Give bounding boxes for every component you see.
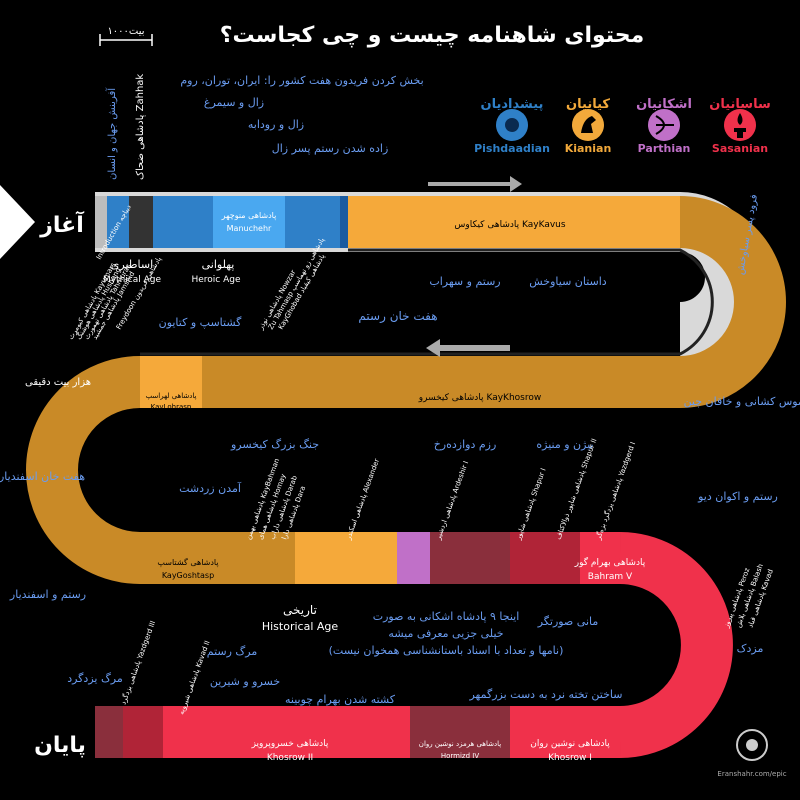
legend-sasanian: ساسانیان Sasanian — [709, 97, 771, 155]
svg-text:خیلی جزیی معرفی میشه: خیلی جزیی معرفی میشه — [388, 627, 503, 640]
note-goshtasp-katayun: گشتاسپ و کتایون — [159, 316, 243, 329]
svg-text:ساسانیان: ساسانیان — [709, 97, 771, 112]
historical-note: اینجا ۹ پادشاه اشکانی به صورت خیلی جزیی … — [329, 610, 564, 657]
svg-text:Eranshahr.com/epic: Eranshahr.com/epic — [717, 770, 786, 778]
note-zal-simorgh: زال و سیمرغ — [204, 96, 264, 109]
note-daqiqi: هزار بیت دقیقی — [25, 377, 91, 388]
note-kamus: کاموس کشانی و خاقان چین — [684, 395, 800, 408]
note-great-war: جنگ بزرگ کیخسرو — [230, 438, 319, 451]
bahram-en: Bahram V — [588, 572, 633, 582]
page-title: محتوای شاهنامه چیست و چی کجاست؟ — [220, 23, 645, 48]
svg-text:کیانیان: کیانیان — [566, 97, 610, 112]
kaykavus-label: پادشاهی کیکاوس KayKavus — [454, 220, 565, 230]
rotated-label: پادشاهی شیرویه Kavad II — [177, 640, 211, 716]
legend-pishdaadian: پیشدادیان Pishdaadian — [474, 97, 550, 155]
scale-label: ۱۰۰۰بیت — [107, 26, 144, 37]
note-haft-khan: هفت خان رستم — [358, 309, 437, 324]
note-mazdak: مزدک — [737, 642, 764, 655]
scale-bracket: ۱۰۰۰بیت — [99, 26, 153, 46]
track — [26, 192, 786, 758]
note-siavash: داستان سیاوخش — [529, 275, 607, 288]
end-label: پایان — [34, 733, 86, 758]
direction-arrow-left-icon — [426, 339, 510, 357]
note-yazdgerd-death: مرگ یزدگرد — [67, 672, 123, 685]
bahram-fa: پادشاهی بهرام گور — [574, 556, 646, 568]
credit: Eranshahr.com/epic — [717, 729, 787, 778]
rotated-label: پادشاهی اردشیر Ardeshir I — [434, 460, 470, 542]
hormizd-en: Hormizd IV — [441, 752, 479, 760]
svg-text:Pishdaadian: Pishdaadian — [474, 142, 550, 155]
top-vertical-1: آفرینش جهان و انسان — [105, 87, 118, 180]
era-mythical-en: Mythical Age — [103, 275, 162, 285]
svg-text:اشکانیان: اشکانیان — [636, 97, 692, 112]
legend-parthian: اشکانیان Parthian — [636, 97, 692, 155]
khosrow1-en: Khosrow I — [548, 753, 592, 763]
note-mani: مانی صورتگر — [537, 615, 599, 628]
note-rostam-death: مرگ رستم — [207, 645, 258, 658]
top-vertical-2: پادشاهی ضحاک Zahhak — [135, 74, 146, 180]
note-khosrow-shirin: خسرو و شیرین — [210, 675, 280, 688]
era-heroic-en: Heroic Age — [191, 275, 240, 285]
goshtasp-en: KayGoshtasp — [162, 571, 214, 580]
goshtasp-fa: پادشاهی گشتاسپ — [157, 557, 218, 567]
svg-text:Parthian: Parthian — [638, 142, 691, 155]
era-historical-fa: تاریخی — [283, 603, 317, 618]
note-bijan-manijeh: بیژن و منیژه — [536, 438, 593, 451]
note-rostam-birth: زاده شدن رستم پسر زال — [272, 142, 389, 155]
lohrasp-fa: پادشاهی لهراسپ — [146, 392, 197, 400]
lohrasp-en: KayLohrasp — [151, 403, 192, 411]
note-bahram-chobin: کشته شدن بهرام چوبینه — [285, 693, 396, 706]
row4-rotated-labels: پادشاهی یزدگرد Yazdgerd III پادشاهی شیرو… — [118, 619, 211, 715]
note-rostam-esfandiyar: رستم و اسفندیار — [9, 588, 86, 601]
khosrow2-en: Khosrow II — [267, 753, 313, 763]
note-davazdah-rokh: رزم دوازده‌رخ — [434, 438, 497, 451]
hormizd-fa: پادشاهی هرمزد نوشین روان — [419, 740, 501, 748]
rotated-label: پادشاهی یزدگرد Yazdgerd III — [118, 619, 157, 705]
start-arrow-icon — [0, 185, 35, 259]
kaykhosrow-label: پادشاهی کیخسرو KayKhosrow — [418, 393, 541, 403]
note-esfandiyar-khan: هفت خان اسفندیار — [0, 470, 85, 483]
note-akvan: رستم و اکوان دیو — [697, 490, 778, 503]
svg-text:(نامها و تعداد با اسناد باستان: (نامها و تعداد با اسناد باستانشناسی همخو… — [329, 644, 564, 657]
rotated-label: پادشاهی شاپور ذوالاکتاف Shapur II — [554, 437, 598, 540]
note-rostam-sohrab: رستم و سهراب — [429, 275, 500, 288]
era-historical-en: Historical Age — [262, 620, 339, 633]
note-fereydoon: بخش کردن فریدون هفت کشور را: ایران، تورا… — [180, 74, 423, 87]
note-backgammon: ساختن تخته نرد به دست بزرگمهر — [468, 688, 622, 701]
khosrow1-fa: پادشاهی نوشین روان — [530, 739, 610, 749]
rotated-label: پادشاهی یزدگرد بزه‌گر Yazdgerd I — [593, 441, 637, 542]
lotus-logo-icon — [736, 729, 768, 761]
legend-kianian: کیانیان Kianian — [565, 97, 612, 155]
era-heroic-fa: پهلوانی — [202, 258, 235, 271]
rotated-label: پادشاهی شاپور Shapur I — [514, 467, 548, 541]
start-label: آغاز — [39, 210, 84, 238]
era-mythical-fa: اساطیری — [111, 258, 153, 271]
dynasty-legend: پیشدادیان Pishdaadian کیانیان Kianian اش… — [474, 97, 771, 155]
khosrow2-fa: پادشاهی خسروپرویز — [251, 739, 329, 749]
note-zal-rudabeh: زال و رودابه — [248, 118, 304, 131]
note-zardosht: آمدن زردشت — [179, 481, 242, 495]
manuchehr-fa: پادشاهی منوچهر — [221, 211, 277, 220]
svg-text:پیشدادیان: پیشدادیان — [481, 97, 544, 112]
manuchehr-en: Manuchehr — [227, 224, 272, 233]
svg-text:اینجا ۹ پادشاه اشکانی به صورت: اینجا ۹ پادشاه اشکانی به صورت — [373, 610, 520, 623]
rotated-label: پادشاهی اسکندر Alexander — [344, 458, 381, 542]
svg-text:Sasanian: Sasanian — [712, 142, 768, 155]
direction-arrow-right-icon — [428, 176, 522, 192]
svg-text:Kianian: Kianian — [565, 142, 612, 155]
